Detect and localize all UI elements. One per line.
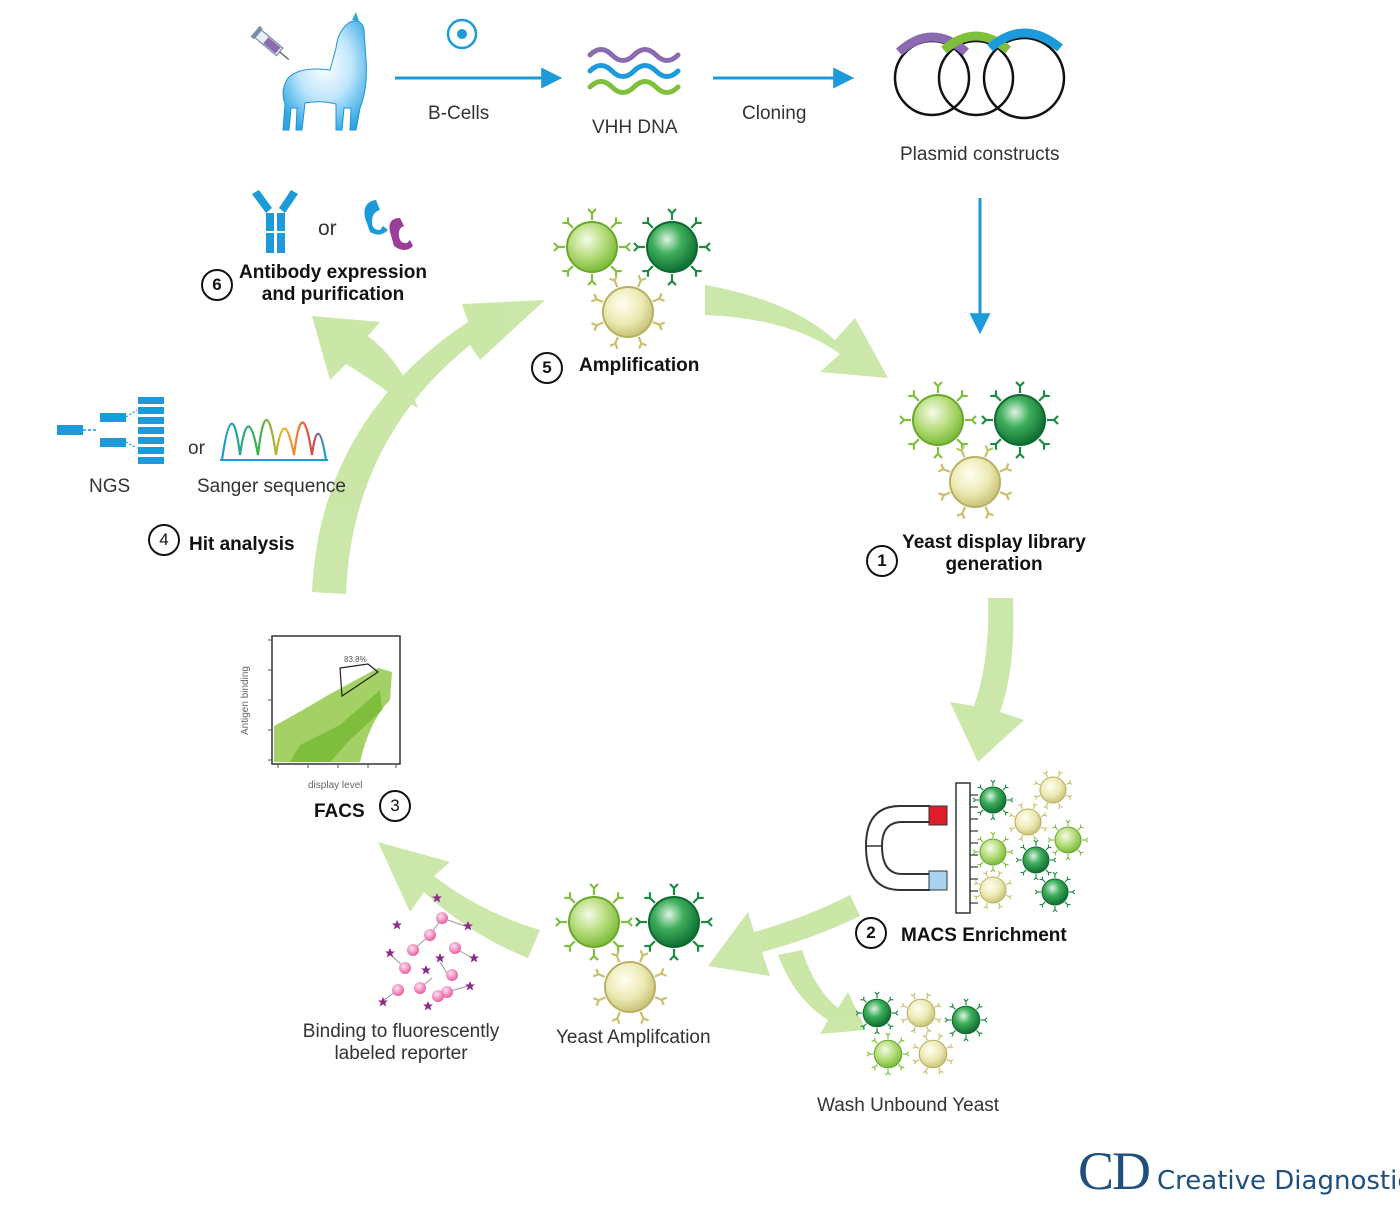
step-3-label: FACS <box>314 801 365 822</box>
step-6-badge: 6 <box>201 269 233 301</box>
vhh-dna-label: VHH DNA <box>592 117 678 138</box>
facs-gate-label: 83.8% <box>344 655 367 664</box>
facs-y-label: Antigen binding <box>240 666 251 735</box>
library-cells <box>900 382 1058 519</box>
plasmid-icon <box>893 28 1066 120</box>
sanger-label: Sanger sequence <box>197 476 346 497</box>
brand-name: Creative Diagnostics <box>1157 1166 1400 1196</box>
step-2-badge: 2 <box>855 917 887 949</box>
step-1-label-line1: Yeast display library <box>902 532 1086 553</box>
wash-cells <box>856 992 987 1075</box>
antibody-or-label: or <box>318 217 337 240</box>
ngs-icon <box>57 397 164 464</box>
cycle-arrow-5-to-1 <box>705 285 888 378</box>
cycle-arrow-to-6 <box>312 316 418 408</box>
sanger-chromatogram-icon <box>220 419 328 461</box>
step-5-badge: 5 <box>531 352 563 384</box>
reporter-beads <box>378 893 479 1011</box>
macs-cells <box>973 771 1088 912</box>
b-cells-label: B-Cells <box>428 103 490 124</box>
magnet-icon <box>864 782 978 914</box>
llama-icon <box>282 12 367 131</box>
yeast-amplification-cells <box>556 884 712 1024</box>
step-6-label: Antibody expression and purification <box>232 262 434 306</box>
yeast-amplification-label: Yeast Amplifcation <box>556 1027 711 1048</box>
cloning-label: Cloning <box>742 103 807 124</box>
step-1-badge: 1 <box>866 545 898 577</box>
binding-label: Binding to fluorescently labeled reporte… <box>290 1021 512 1065</box>
b-cell-icon <box>446 18 478 50</box>
ngs-label: NGS <box>89 476 131 497</box>
facs-scatter-cloud <box>274 668 392 762</box>
step-6-label-line2: and purification <box>261 284 405 305</box>
step-1-label-line2: generation <box>945 554 1043 575</box>
sequence-or-label: or <box>188 438 205 459</box>
facs-gate <box>339 663 380 698</box>
cycle-arrows <box>312 285 1024 1034</box>
cycle-arrow-amp-to-3 <box>378 842 540 958</box>
amplification-cells <box>554 209 710 349</box>
brand-cd: CD <box>1078 1141 1151 1201</box>
cycle-arrow-2-to-wash <box>778 950 866 1034</box>
facs-x-label: display level <box>308 780 362 791</box>
wash-label: Wash Unbound Yeast <box>817 1095 1000 1116</box>
syringe-icon <box>250 25 290 61</box>
facs-plot: 83.8% Antigen binding display level <box>240 635 401 791</box>
plasmid-label: Plasmid constructs <box>900 144 1060 165</box>
step-2-label: MACS Enrichment <box>901 925 1067 946</box>
step-5-label: Amplification <box>579 355 700 376</box>
step-4-label: Hit analysis <box>189 534 295 555</box>
cycle-arrow-1-to-2 <box>950 598 1024 762</box>
binding-label-line1: Binding to fluorescently <box>302 1021 500 1042</box>
cycle-arrow-3-to-5 <box>312 300 545 594</box>
dna-icon <box>587 47 681 95</box>
binding-label-line2: labeled reporter <box>334 1043 468 1064</box>
antibody-icon <box>252 190 298 253</box>
step-3-badge: 3 <box>379 790 411 822</box>
nanobody-icon <box>364 200 413 250</box>
step-6-label-line1: Antibody expression <box>239 262 427 283</box>
cycle-arrow-2-to-amp <box>708 895 860 976</box>
step-1-label: Yeast display library generation <box>898 532 1090 576</box>
step-4-badge: 4 <box>148 524 180 556</box>
